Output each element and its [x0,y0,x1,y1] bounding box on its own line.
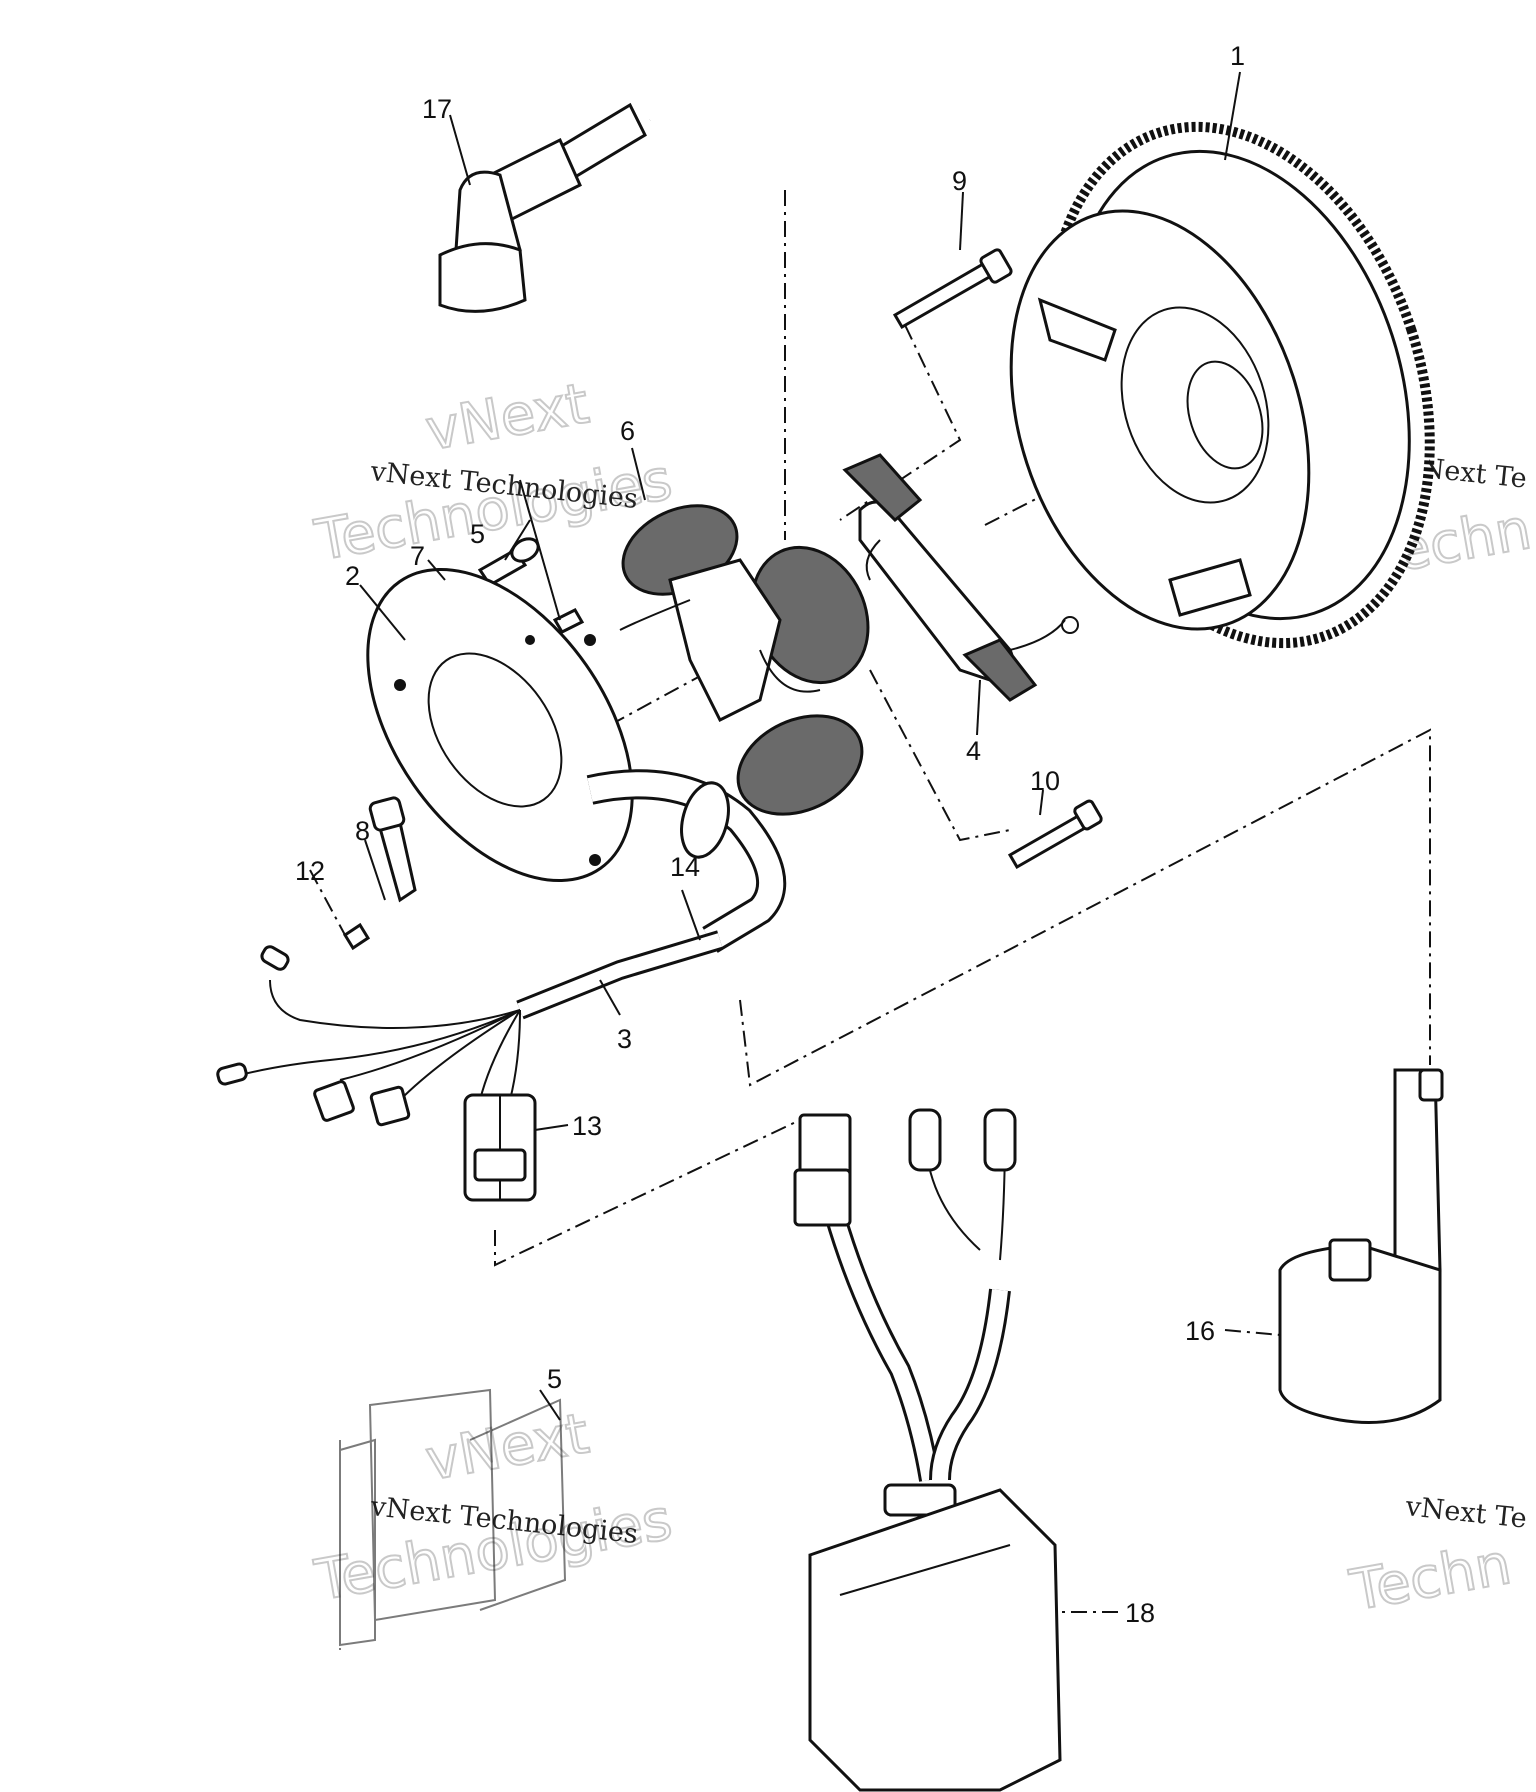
watermark-top-left: vNext Technologies vNext Technologies [309,370,678,575]
cdi-unit [793,1108,1062,1792]
screw-9 [892,248,1013,330]
callout-10: 10 [1030,766,1060,796]
svg-text:vNext: vNext [421,1401,593,1493]
screw-5 [477,537,540,587]
connector-13 [463,1093,537,1202]
stator-base-plate [366,568,634,882]
callout-5-bottom: 5 [547,1364,562,1394]
callout-5-top: 5 [470,519,485,549]
callout-2: 2 [345,561,360,591]
callout-8: 8 [355,816,370,846]
pulser-coil [842,453,1079,702]
callout-14: 14 [670,852,700,882]
callout-17: 17 [422,94,452,124]
callout-3: 3 [617,1024,632,1054]
callout-12: 12 [295,856,325,886]
wire-loom-grommet [586,769,787,953]
clamp-8 [368,796,417,903]
callout-labels: 1 9 17 6 5 7 2 4 10 8 12 14 3 13 16 5 18 [295,41,1245,1628]
callout-1: 1 [1230,41,1245,71]
screw-10 [1007,799,1103,870]
screw-12 [342,922,371,951]
watermark-right-bottom: vNext Te Techn [1344,1491,1528,1625]
svg-text:Techn: Techn [1345,1532,1516,1624]
wire-harness [216,930,723,1127]
ignition-coil [1278,1068,1444,1424]
svg-text:vNext: vNext [421,371,593,463]
screw-11 [552,608,585,634]
callout-9: 9 [952,166,967,196]
callout-18: 18 [1125,1598,1155,1628]
stator-coils [619,504,870,816]
callout-13: 13 [572,1111,602,1141]
leader-lines [309,71,1281,1613]
bracket-5 [339,1388,567,1650]
flywheel [1009,121,1435,649]
callout-6: 6 [620,416,635,446]
callout-4: 4 [966,736,981,766]
callout-16: 16 [1185,1316,1215,1346]
callout-7: 7 [410,541,425,571]
svg-text:vNext Te: vNext Te [1403,1491,1528,1535]
spark-plug-cap [438,43,803,313]
